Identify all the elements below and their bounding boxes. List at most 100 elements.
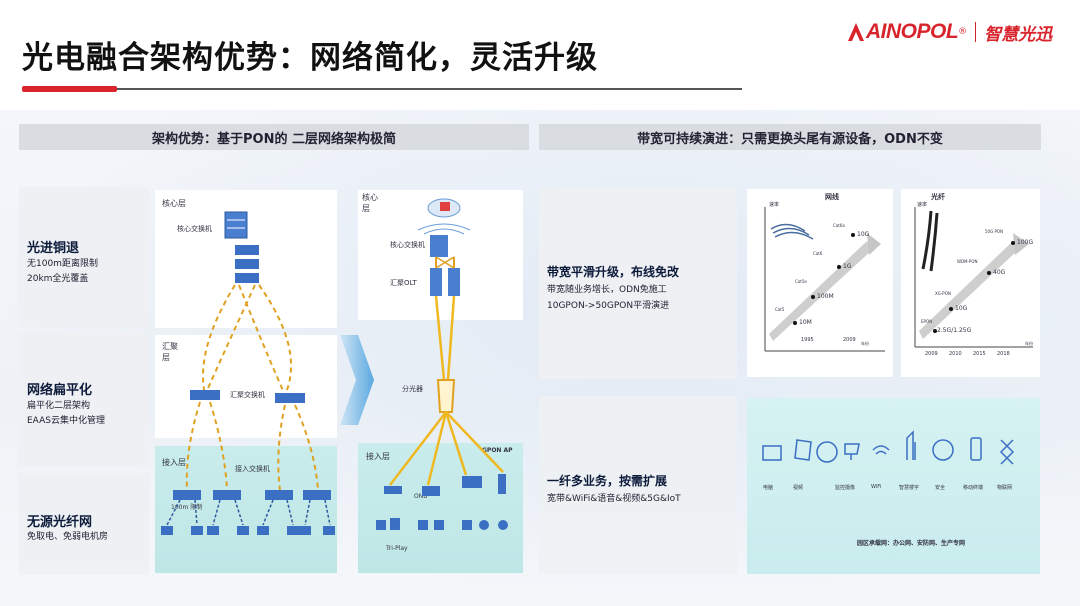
core-switch-icon [224,211,259,283]
splitter-label: 分光器 [402,385,423,393]
service-label: 智慧楼宇 [899,485,920,491]
camera-icon [844,443,860,460]
point-label: 40G [993,269,1006,276]
firewall-icon [440,202,450,211]
year-label: 2015 [973,351,986,357]
point-label: 10G [955,305,968,312]
services-panel: 电脑 视频 监控摄像 WiFi 智慧楼宇 安全 移动终端 物联网 园区承载网：办… [747,398,1040,574]
chart-title: 光纤 [931,193,945,201]
core-switch-icon [430,235,448,257]
tech-label: WDM-PON [957,259,978,264]
cat-label: Cat5e [795,279,807,284]
card-desc-line: EAAS云集中化管理 [27,416,105,426]
card-title: 光进铜退 [27,241,80,256]
card-title: 带宽平滑升级，布线免改 [547,265,680,279]
layer-label: 接入层 [366,452,390,461]
left-banner: 架构优势：基于PON的 二层网络架构极简 [19,124,529,150]
point-label: 2.5G/1.25G [937,327,972,334]
point-label: 100M [817,293,834,300]
point-label: 10M [799,319,812,326]
access-switch-icon [265,490,293,500]
card-smooth-upgrade: 带宽平滑升级，布线免改 带宽随业务增长，ODN免施工 10GPON->50GPO… [539,187,737,379]
year-label: 2009 [843,337,856,343]
card-desc-line: 带宽随业务增长，ODN免施工 [547,285,667,295]
card-desc-line: 扁平化二层架构 [27,401,91,411]
card-fiber-replaces-copper: 光进铜退 无100m距离限制 20km全光覆盖 [19,187,149,327]
device-label: 核心交换机 [390,241,425,249]
logo-registered: ® [958,27,968,37]
card-title: 一纤多业务，按需扩展 [547,474,668,488]
chart-xlabel: 年份 [861,341,869,346]
endpoint-device-icons [161,526,335,535]
ap-label: GPON AP [482,447,513,454]
chart-xlabel: 年份 [1025,341,1033,346]
service-label: 物联网 [997,485,1013,491]
splitter-icon [436,379,456,413]
traditional-agg-panel: 汇聚 层 汇聚交换机 [155,335,337,438]
card-desc-line: 宽带&WiFi&语音&视频&5G&IoT [547,494,681,504]
chart-ylabel: 速率 [917,202,928,208]
access-switch-icon [303,490,331,500]
card-passive-optical: 无源光纤网 免取电、免弱电机房 [19,473,149,575]
tech-label: XG-PON [935,291,951,296]
cat-label: Cat5 [775,307,785,312]
title-accent-bar [22,86,117,92]
layer-label: 接入层 [162,458,186,467]
service-label: 监控摄像 [835,485,856,491]
chart-title: 网线 [825,193,839,201]
tech-label: EPON [921,319,933,324]
video-icon [794,439,812,461]
wifi-icon [872,445,890,455]
layer-label: 汇聚 层 [162,342,178,362]
chart-ylabel: 速率 [769,202,780,208]
building-icon [906,430,916,460]
onu-label: ONU [414,493,428,500]
card-title: 无源光纤网 [27,515,93,530]
device-label: 核心交换机 [177,225,212,233]
year-label: 2009 [925,351,938,357]
point-label: 10G [857,231,870,238]
point-label: 100G [1017,239,1034,246]
access-switch-icon [213,490,241,500]
iot-icon [999,439,1015,465]
cable-icon [770,223,814,240]
company-logo: AINOPOL ® 智慧光迅 [846,16,1062,48]
olt-icon [430,268,460,296]
access-switch-icon [173,490,201,500]
device-label: 汇聚OLT [390,279,417,287]
computer-icon [762,445,782,461]
device-label: 汇聚交换机 [230,391,265,399]
card-desc-line: 20km全光覆盖 [27,274,89,284]
services-caption: 园区承载网：办公网、安防网、生产专网 [857,540,966,547]
logo-text: AINOPOL [866,20,959,43]
right-banner: 带宽可持续演进：只需更换头尾有源设备，ODN不变 [539,124,1041,150]
year-label: 1995 [801,337,814,343]
card-title: 网络扁平化 [27,383,93,398]
fiber-evolution-chart: 光纤 速率 2.5G/1.25G 10G 40G 100G EPON XG-PO… [901,189,1040,377]
fiber-cable-icon [921,210,939,272]
year-label: 2010 [949,351,962,357]
globe-icon [816,441,838,463]
pon-topology-diagram [376,198,508,530]
shield-icon [932,439,954,461]
pon-endpoint-icons [384,474,506,496]
logo-mark-icon [848,23,864,41]
service-label: WiFi [871,484,882,490]
terminal-device-icons [376,518,508,530]
cat-label: Cat6a [833,223,845,228]
title-divider [22,88,742,90]
device-label: 接入交换机 [235,465,270,473]
card-multi-service: 一纤多业务，按需扩展 宽带&WiFi&语音&视频&5G&IoT [539,396,737,574]
phone-icon [970,437,982,461]
layer-label: 核心 层 [362,193,378,213]
service-label: 电脑 [763,485,774,491]
service-label: 视频 [793,485,804,491]
cat-label: Cat6 [813,251,823,256]
transition-arrow-icon [340,335,374,425]
logo-separator [975,22,977,42]
point-label: 1G [843,263,852,270]
traditional-access-panel: 接入层 接入交换机 100m 限制 [155,446,337,573]
logo-chinese: 智慧光迅 [984,24,1053,45]
service-label: 安全 [935,485,946,491]
card-flat-network: 网络扁平化 扁平化二层架构 EAAS云集中化管理 [19,333,149,466]
